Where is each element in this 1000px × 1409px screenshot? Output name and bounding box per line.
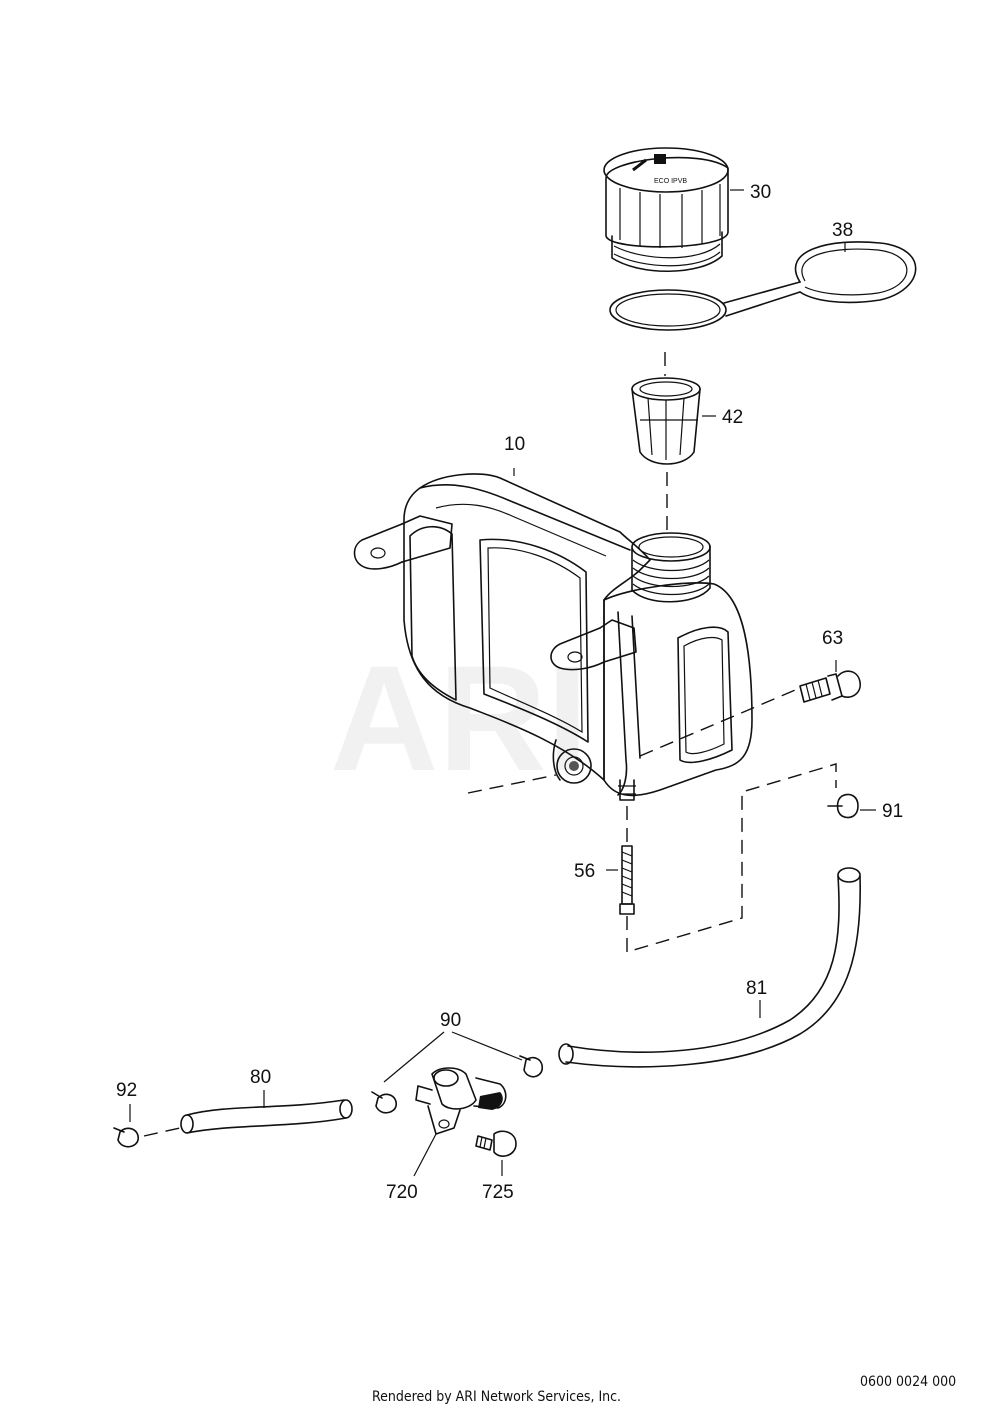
part-label-63: 63 (822, 628, 843, 649)
part-label-81: 81 (746, 978, 767, 999)
part-label-30: 30 (750, 182, 771, 203)
valve-screw-part[interactable] (475, 1130, 517, 1176)
cap-gasket-part[interactable] (609, 241, 917, 331)
part-label-10: 10 (504, 434, 525, 455)
watermark-logo: ARI (330, 634, 588, 802)
hose-clamp-91-part[interactable] (827, 793, 876, 819)
fuel-hose-81-part[interactable] (558, 867, 862, 1068)
part-label-720: 720 (386, 1182, 418, 1203)
part-label-38: 38 (832, 220, 853, 241)
part-label-725: 725 (482, 1182, 514, 1203)
part-label-90: 90 (440, 1010, 461, 1031)
diagram-code: 0600 0024 000 (860, 1374, 957, 1390)
hose-clamp-90-part[interactable] (371, 1055, 544, 1114)
fuel-tank-part[interactable] (353, 468, 753, 801)
fuel-valve-part[interactable] (413, 1067, 507, 1177)
part-label-56: 56 (574, 861, 595, 882)
credit-line: Rendered by ARI Network Services, Inc. (372, 1389, 622, 1405)
fuel-hose-80-part[interactable] (180, 1090, 353, 1134)
hose-clamp-92-part[interactable] (113, 1104, 181, 1148)
part-label-91: 91 (882, 801, 903, 822)
part-label-80: 80 (250, 1067, 271, 1088)
svg-text:ECO IPVB: ECO IPVB (654, 178, 687, 185)
fuel-strainer-part[interactable] (631, 377, 716, 465)
part-label-42: 42 (722, 407, 743, 428)
fuel-cap-part[interactable]: ECO IPVB (603, 147, 744, 273)
part-label-92: 92 (116, 1080, 137, 1101)
filter-pin-part[interactable] (606, 845, 635, 915)
mounting-bolt-part[interactable] (799, 660, 861, 703)
